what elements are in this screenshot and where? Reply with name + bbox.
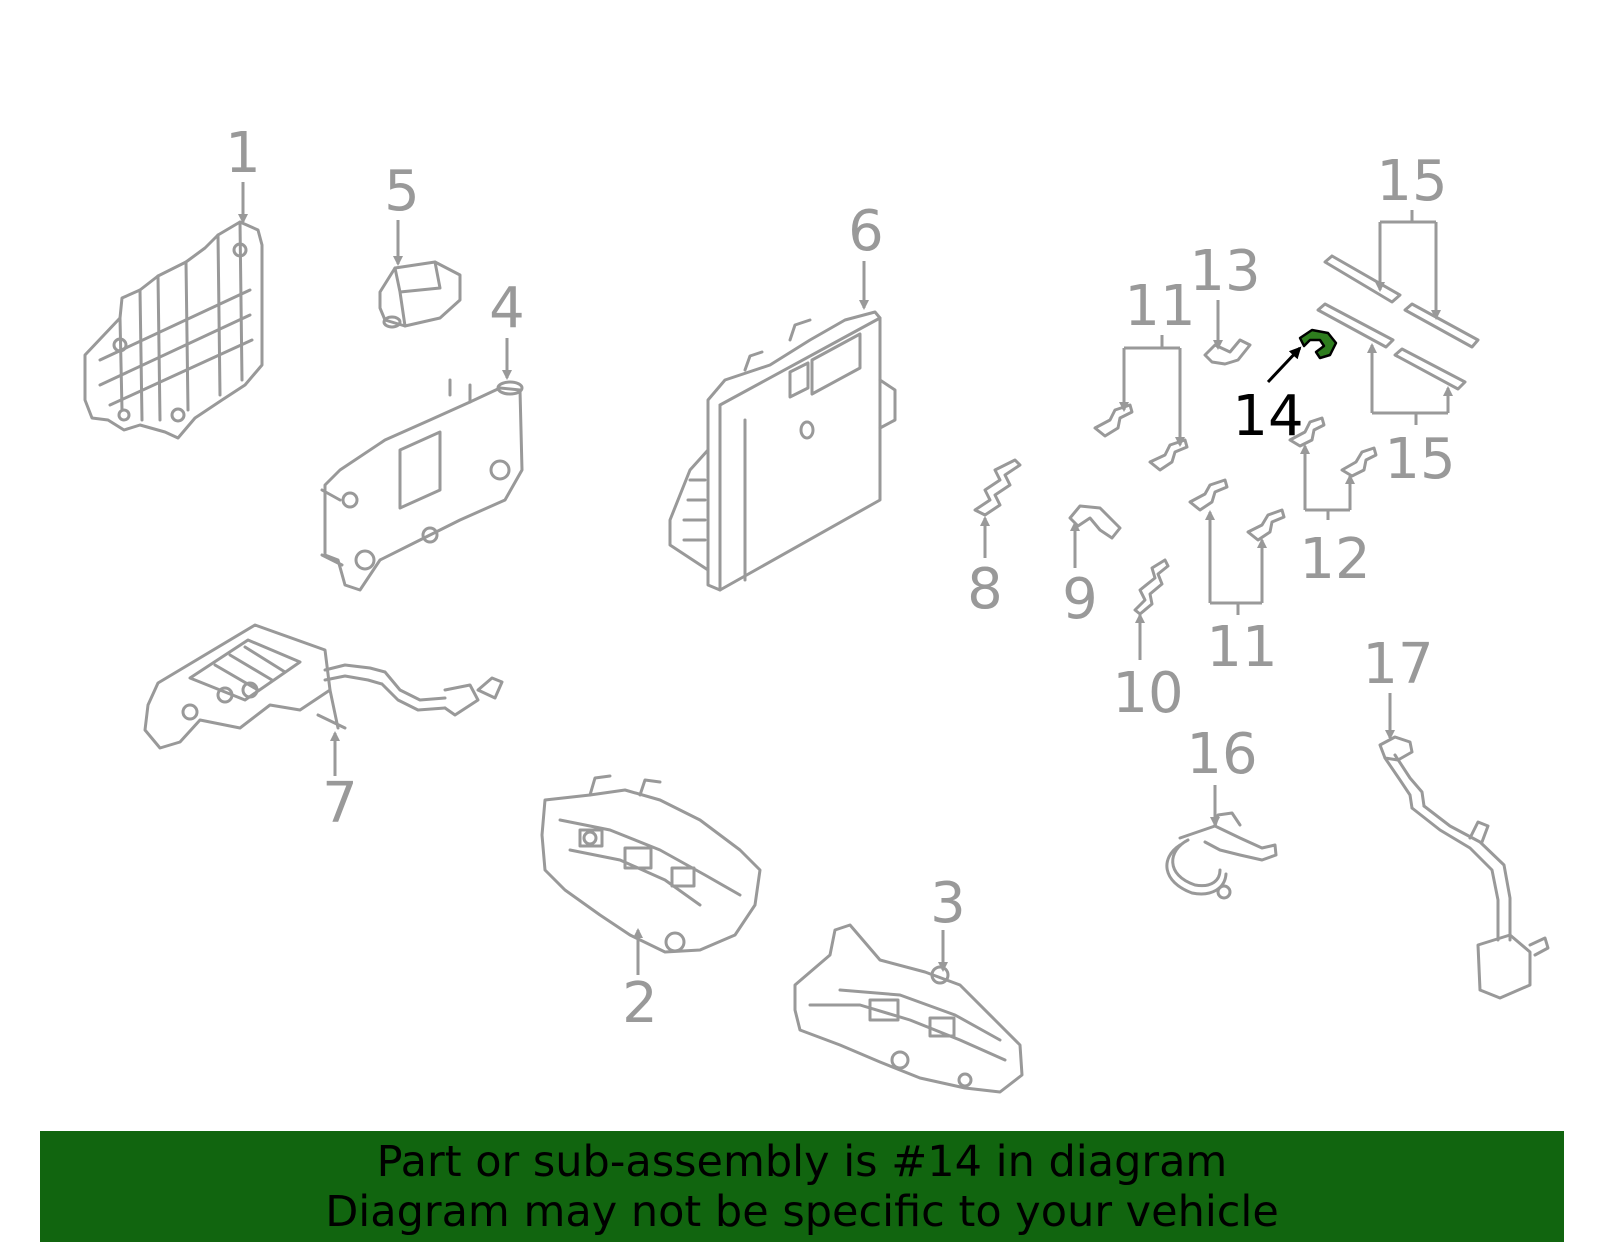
leader-11-upper-bracket (1124, 335, 1180, 350)
callout-7: 7 (322, 771, 358, 836)
callout-3: 3 (930, 871, 966, 936)
callout-6: 6 (848, 199, 884, 264)
callout-15-lower: 15 (1384, 427, 1455, 492)
leader-15-upper-bracket (1380, 210, 1436, 224)
leader-12-bracket (1305, 508, 1350, 520)
part-13-clip[interactable] (1203, 338, 1252, 366)
leader-15-lower-bracket (1372, 411, 1448, 425)
callout-8: 8 (967, 557, 1003, 622)
part-16-cable[interactable] (1165, 811, 1278, 900)
callout-15-upper: 15 (1376, 149, 1447, 214)
part-15-rails[interactable] (1316, 254, 1480, 391)
part-11-clips-lower[interactable] (1188, 478, 1286, 542)
callout-11-lower: 11 (1206, 615, 1277, 680)
banner-line-2: Diagram may not be specific to your vehi… (325, 1186, 1279, 1237)
callout-4: 4 (489, 276, 525, 341)
banner-line-1: Part or sub-assembly is #14 in diagram (376, 1136, 1228, 1187)
callout-17: 17 (1362, 632, 1433, 697)
part-17-cable[interactable] (1378, 735, 1550, 1000)
leader-14 (1266, 346, 1302, 384)
part-10-clip[interactable] (1133, 558, 1170, 616)
leader-11-lower-bracket (1210, 601, 1262, 615)
info-banner: Part or sub-assembly is #14 in diagram D… (40, 1131, 1564, 1242)
part-7-shifter-harness[interactable] (143, 623, 504, 750)
callout-13: 13 (1189, 239, 1260, 304)
callout-9: 9 (1062, 567, 1098, 632)
part-2-tray[interactable] (540, 774, 762, 954)
callout-12: 12 (1299, 527, 1370, 592)
callout-10: 10 (1112, 661, 1183, 726)
part-1-relay-block[interactable] (83, 220, 264, 440)
part-6-control-module[interactable] (668, 310, 897, 592)
part-5-sensor[interactable] (378, 260, 462, 329)
callout-5: 5 (384, 159, 420, 224)
callout-2: 2 (622, 971, 658, 1036)
callout-11-upper: 11 (1124, 274, 1195, 339)
part-9-clamp[interactable] (1068, 504, 1122, 540)
part-4-bracket[interactable] (320, 378, 524, 592)
part-8-clip[interactable] (973, 458, 1022, 517)
callout-16: 16 (1186, 722, 1257, 787)
part-11-clips-upper[interactable] (1093, 403, 1189, 472)
part-14-highlighted[interactable] (1298, 328, 1338, 360)
callout-1: 1 (225, 121, 261, 186)
part-3-tray[interactable] (793, 923, 1024, 1094)
